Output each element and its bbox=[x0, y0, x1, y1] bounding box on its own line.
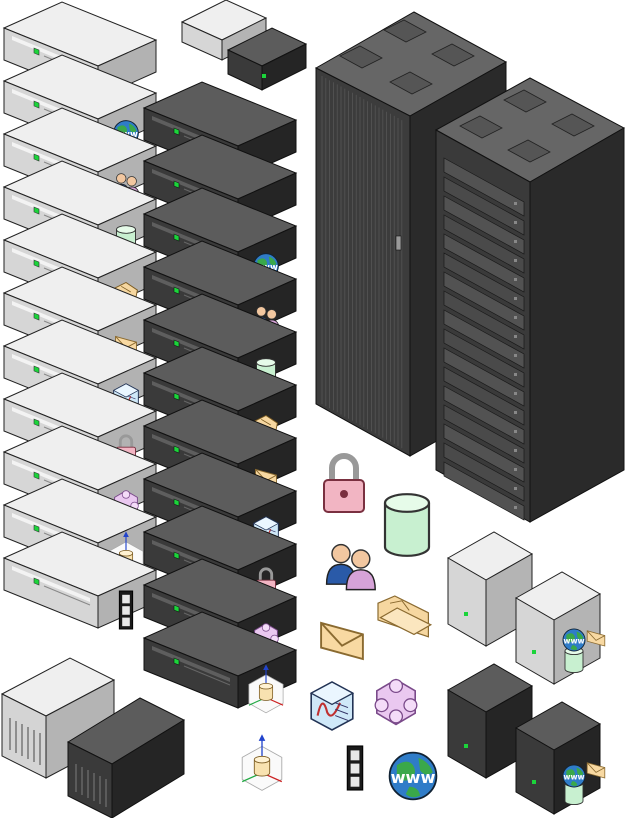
dark-tower-web-server bbox=[514, 701, 606, 815]
users-icon bbox=[325, 543, 376, 591]
light-tower-web-server bbox=[514, 571, 606, 685]
lock-icon bbox=[324, 456, 364, 512]
database-icon bbox=[383, 493, 431, 557]
puzzle-icon bbox=[374, 678, 418, 726]
axis-cylinder-icon bbox=[241, 733, 283, 792]
folder-icon bbox=[377, 595, 432, 638]
rack-cabinet-closed bbox=[314, 11, 508, 457]
film-icon bbox=[118, 590, 134, 630]
globe-icon bbox=[562, 764, 586, 788]
envelope-icon bbox=[320, 621, 364, 660]
chart-icon bbox=[310, 680, 354, 732]
light-blade-chassis bbox=[0, 657, 116, 779]
globe-icon bbox=[388, 751, 438, 801]
dark-server-stack bbox=[143, 81, 297, 714]
globe-icon bbox=[562, 628, 586, 652]
light-server-stack bbox=[3, 1, 157, 630]
small-dark-device bbox=[226, 27, 308, 91]
rack-cabinet-open bbox=[434, 77, 626, 523]
dark-blade-chassis bbox=[66, 697, 186, 818]
film-icon bbox=[346, 745, 364, 791]
